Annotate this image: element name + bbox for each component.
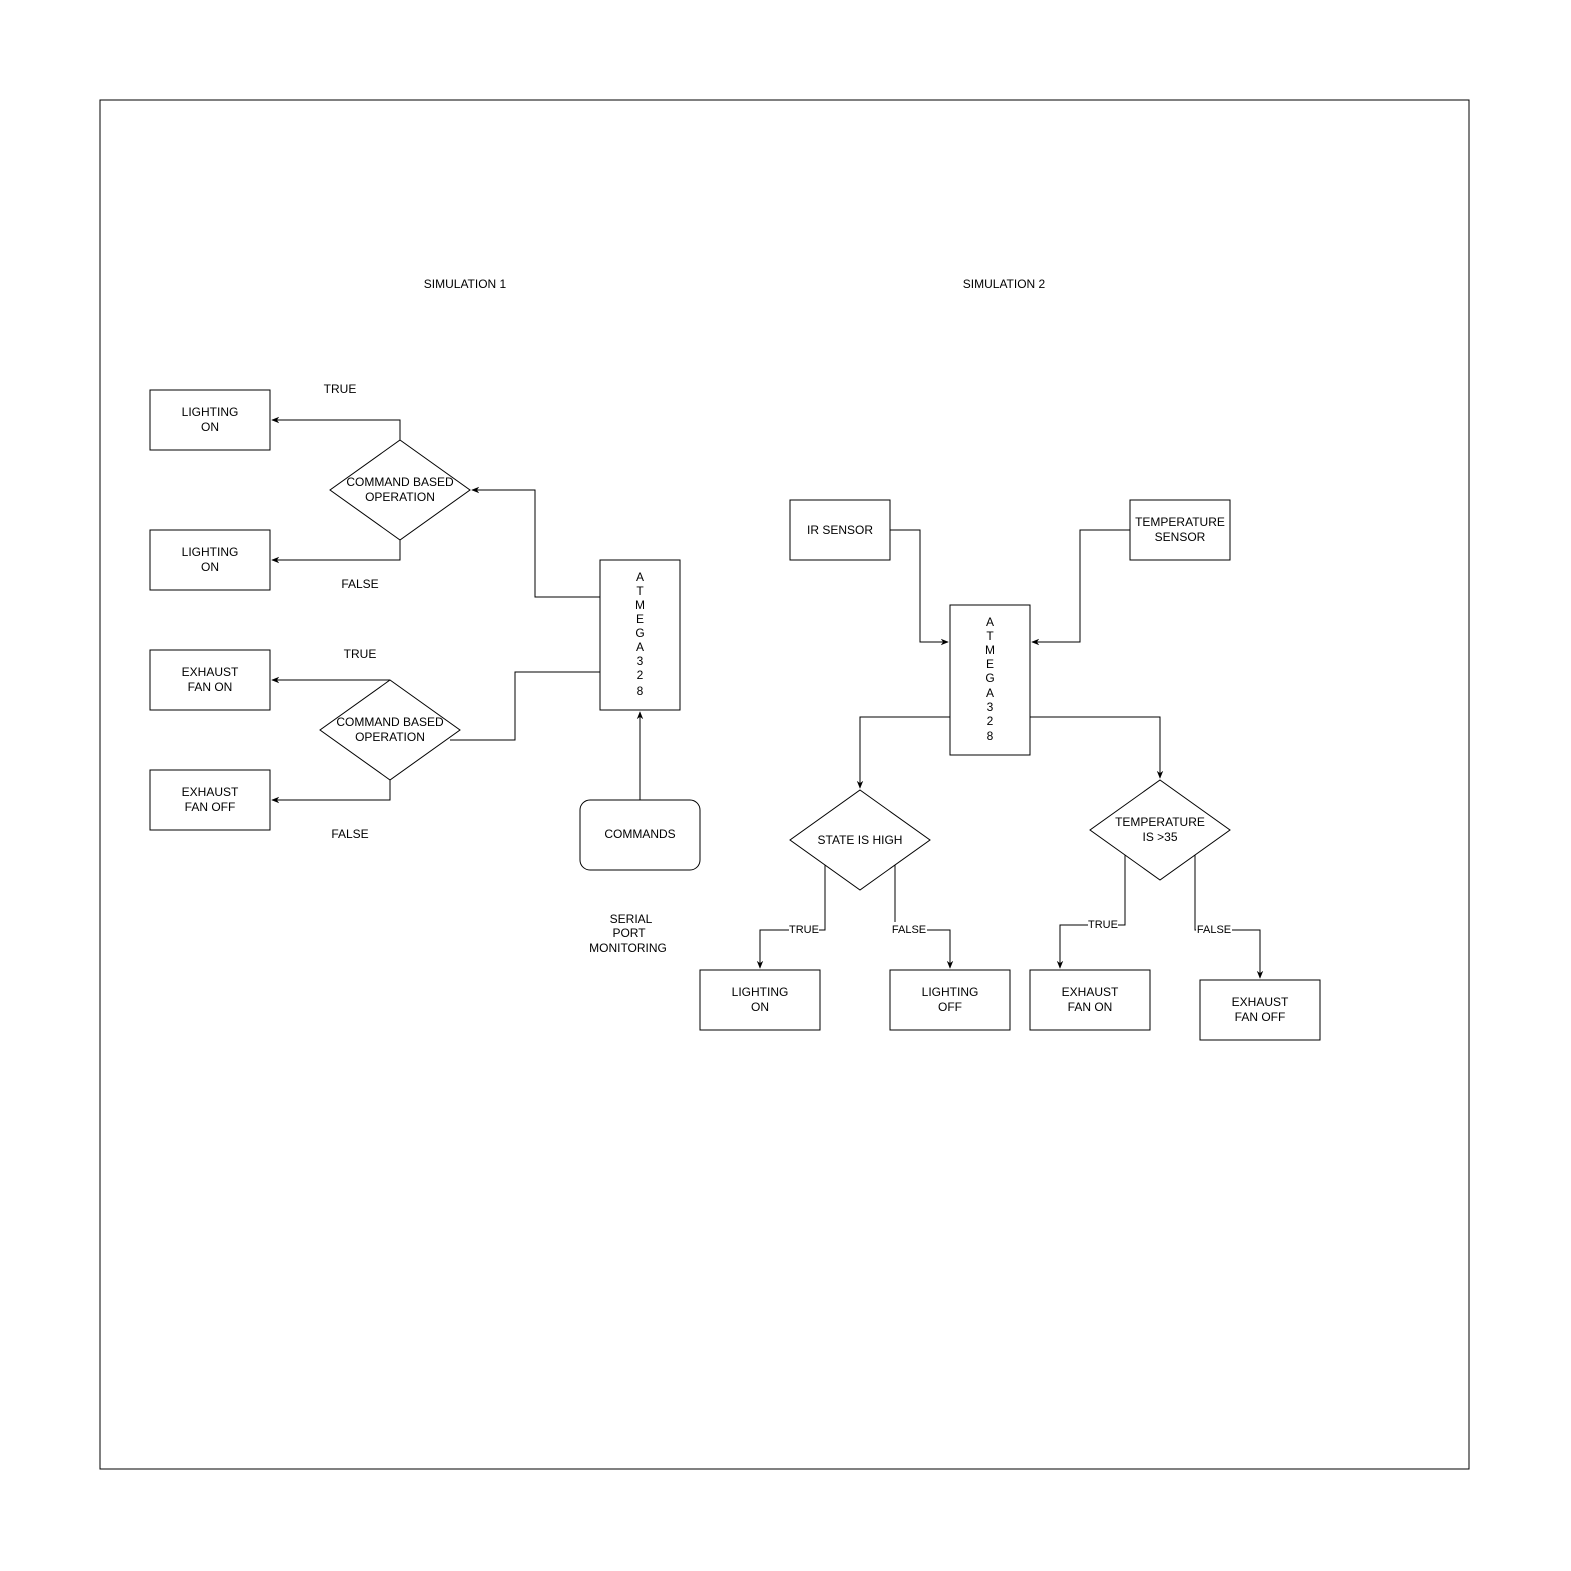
sim2-mcu-char-4: G xyxy=(985,671,994,685)
sim1-decision-a-line1: COMMAND BASED xyxy=(346,475,454,489)
edge-state-true-to-lighting-on xyxy=(756,864,826,969)
sim1-lighting-on-b-line2: ON xyxy=(201,560,219,574)
sim1-exhaust-on-line2: FAN ON xyxy=(188,680,233,694)
sim2-mcu-char-3: E xyxy=(986,657,994,671)
sim1-decision-a-diamond: COMMAND BASED OPERATION xyxy=(329,439,471,541)
sim1-exhaust-on-box: EXHAUST FAN ON xyxy=(149,649,271,711)
sim1-exhaust-on-line1: EXHAUST xyxy=(182,665,239,679)
sim1-serial-note: SERIAL PORT MONITORING xyxy=(589,912,667,955)
sim2-mcu-char-5: A xyxy=(986,686,994,700)
sim1-exhaust-off-line1: EXHAUST xyxy=(182,785,239,799)
sim2-mcu-box: A T M E G A 3 2 8 xyxy=(949,604,1031,756)
sim2-mcu-char-8: 8 xyxy=(987,729,994,743)
sim2-exhaust-off-line2: FAN OFF xyxy=(1235,1010,1286,1024)
outer-frame xyxy=(99,99,1470,1470)
sim2-mcu-char-6: 3 xyxy=(987,700,994,714)
sim1-mcu-char-5: A xyxy=(636,640,644,654)
sim2-exhaust-off-line1: EXHAUST xyxy=(1232,995,1289,1009)
sim1-mcu-char-1: T xyxy=(636,584,644,598)
sim1-mcu-char-7: 2 xyxy=(637,668,644,682)
edge-decision-b-to-exhaust-off xyxy=(271,780,391,804)
sim1-decision-b-diamond: COMMAND BASED OPERATION xyxy=(319,679,461,781)
sim2-decision-state-diamond: STATE IS HIGH xyxy=(789,789,931,891)
edge-decision-a-to-lighting-on-b xyxy=(271,540,401,564)
sim1-decision-b-line2: OPERATION xyxy=(355,730,425,744)
sim2-lighting-on-line1: LIGHTING xyxy=(732,985,789,999)
title-simulation-2: SIMULATION 2 xyxy=(963,277,1046,291)
edge-mcu1-to-decision-b xyxy=(450,671,600,741)
edge-temp-to-mcu2 xyxy=(1031,529,1130,646)
sim2-edge-label-true-a: TRUE xyxy=(789,924,819,936)
sim1-lighting-on-a-line1: LIGHTING xyxy=(182,405,239,419)
sim2-mcu-char-1: T xyxy=(986,629,994,643)
sim1-label-true-b: TRUE xyxy=(344,647,377,661)
sim1-mcu-char-2: M xyxy=(635,598,645,612)
sim1-mcu-char-4: G xyxy=(635,626,644,640)
sim2-decision-state-label: STATE IS HIGH xyxy=(818,833,903,847)
sim2-mcu-char-0: A xyxy=(986,615,994,629)
sim2-exhaust-on-line2: FAN ON xyxy=(1068,1000,1113,1014)
sim1-mcu-char-3: E xyxy=(636,612,644,626)
sim1-lighting-on-b-box: LIGHTING ON xyxy=(149,529,271,591)
sim1-commands-label: COMMANDS xyxy=(604,827,675,841)
sim2-edge-label-true-b: TRUE xyxy=(1088,919,1118,931)
sim2-lighting-on-box: LIGHTING ON xyxy=(699,969,821,1031)
sim2-temp-sensor-line1: TEMPERATURE xyxy=(1135,515,1225,529)
sim1-mcu-char-8: 8 xyxy=(637,684,644,698)
sim2-exhaust-on-line1: EXHAUST xyxy=(1062,985,1119,999)
sim2-exhaust-off-box: EXHAUST FAN OFF xyxy=(1199,979,1321,1041)
sim2-exhaust-on-box: EXHAUST FAN ON xyxy=(1029,969,1151,1031)
sim2-edge-label-false-a: FALSE xyxy=(892,924,926,936)
sim1-label-true-a: TRUE xyxy=(324,382,357,396)
sim1-exhaust-off-line2: FAN OFF xyxy=(185,800,236,814)
edge-state-false-to-lighting-off xyxy=(894,864,954,969)
edge-mcu2-to-state xyxy=(856,716,950,789)
edge-ir-to-mcu2 xyxy=(890,529,949,646)
sim1-mcu-box: A T M E G A 3 2 8 xyxy=(599,559,681,711)
edge-decision-a-to-lighting-on-a xyxy=(271,416,401,440)
sim1-lighting-on-a-line2: ON xyxy=(201,420,219,434)
sim2-edge-label-false-b: FALSE xyxy=(1197,924,1231,936)
sim1-exhaust-off-box: EXHAUST FAN OFF xyxy=(149,769,271,831)
edge-temp-true-to-exhaust-on xyxy=(1056,854,1126,969)
edge-mcu1-to-decision-a xyxy=(471,486,600,598)
edge-mcu2-to-temp-decision xyxy=(1030,716,1164,779)
sim1-mcu-char-0: A xyxy=(636,570,644,584)
sim1-commands-box: COMMANDS xyxy=(579,799,701,871)
title-simulation-1: SIMULATION 1 xyxy=(424,277,507,291)
sim1-serial-line1: SERIAL xyxy=(610,912,653,926)
sim2-ir-sensor-box: IR SENSOR xyxy=(789,499,891,561)
sim1-label-false-b: FALSE xyxy=(331,827,368,841)
sim1-decision-a-line2: OPERATION xyxy=(365,490,435,504)
sim2-lighting-off-box: LIGHTING OFF xyxy=(889,969,1011,1031)
sim1-lighting-on-b-line1: LIGHTING xyxy=(182,545,239,559)
sim2-temp-sensor-box: TEMPERATURE SENSOR xyxy=(1129,499,1231,561)
sim2-lighting-off-line2: OFF xyxy=(938,1000,962,1014)
sim2-lighting-on-line2: ON xyxy=(751,1000,769,1014)
sim2-decision-temp-line1: TEMPERATURE xyxy=(1115,815,1205,829)
sim1-serial-line3: MONITORING xyxy=(589,941,667,955)
sim2-temp-sensor-line2: SENSOR xyxy=(1155,530,1206,544)
sim1-mcu-char-6: 3 xyxy=(637,654,644,668)
sim1-label-false-a: FALSE xyxy=(341,577,378,591)
sim1-decision-b-line1: COMMAND BASED xyxy=(336,715,444,729)
sim2-lighting-off-line1: LIGHTING xyxy=(922,985,979,999)
sim2-decision-temp-diamond: TEMPERATURE IS >35 xyxy=(1089,779,1231,881)
edge-temp-false-to-exhaust-off xyxy=(1194,854,1264,979)
sim2-decision-temp-line2: IS >35 xyxy=(1142,830,1177,844)
sim2-mcu-char-7: 2 xyxy=(987,714,994,728)
sim2-mcu-char-2: M xyxy=(985,643,995,657)
sim2-ir-sensor-label: IR SENSOR xyxy=(807,523,873,537)
sim1-lighting-on-a-box: LIGHTING ON xyxy=(149,389,271,451)
sim1-serial-line2: PORT xyxy=(612,926,646,940)
